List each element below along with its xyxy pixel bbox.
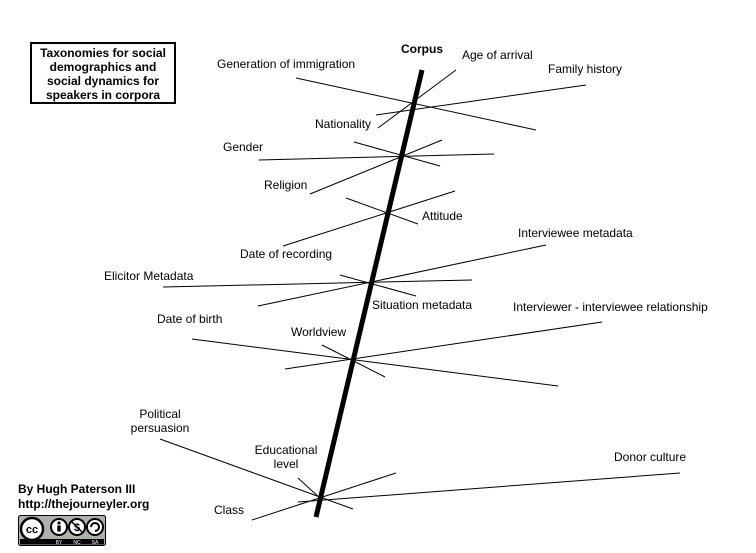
author-url[interactable]: http://thejourneyler.org	[18, 497, 150, 511]
author-name: By Hugh Paterson III	[18, 482, 136, 496]
node-worldview	[191, 321, 603, 387]
label-nationality: Nationality	[315, 117, 372, 131]
label-political-persuasion-line1: Political	[139, 407, 181, 421]
label-interviewee-metadata: Interviewee metadata	[518, 226, 633, 240]
diagram-title-box: Taxonomies for social demographics and s…	[30, 42, 176, 104]
label-elicitor-metadata: Elicitor Metadata	[104, 269, 194, 283]
label-worldview: Worldview	[291, 325, 347, 339]
node-attitude	[282, 190, 456, 247]
cc-by-nc-sa-badge[interactable]: cc $ BY NC SA	[18, 515, 106, 546]
label-educational-level-line1: Educational	[254, 443, 318, 457]
license-term-nc: NC	[73, 540, 81, 546]
title-line-1: Taxonomies for social	[40, 46, 166, 60]
corpus-spine	[313, 69, 425, 518]
label-attitude: Attitude	[422, 209, 463, 223]
license-term-sa: SA	[92, 540, 99, 546]
node-metadata	[162, 244, 547, 307]
title-line-2: demographics and	[49, 60, 157, 74]
node-class	[159, 438, 681, 521]
label-donor-culture: Donor culture	[614, 450, 687, 464]
cc-logo-icon	[19, 516, 45, 542]
license-term-by: BY	[56, 540, 63, 546]
node-corpus-top	[295, 69, 587, 131]
label-political-persuasion: Political persuasion	[126, 407, 194, 435]
corpus-label: Corpus	[401, 42, 443, 56]
label-situation-metadata: Situation metadata	[372, 298, 473, 312]
label-age-of-arrival: Age of arrival	[462, 48, 533, 62]
share-alike-icon	[86, 518, 104, 536]
node-gender-religion	[258, 139, 495, 195]
label-educational-level: Educational level	[249, 443, 323, 471]
title-line-3: social dynamics for	[46, 74, 160, 88]
label-date-of-recording: Date of recording	[240, 247, 333, 261]
label-educational-level-line2: level	[273, 457, 299, 471]
svg-text:cc: cc	[26, 524, 38, 536]
label-generation-of-immigration: Generation of immigration	[217, 57, 356, 71]
label-religion: Religion	[264, 178, 308, 192]
title-line-4: speakers in corpora	[45, 88, 161, 102]
label-political-persuasion-line2: persuasion	[130, 421, 190, 435]
label-family-history: Family history	[548, 62, 623, 76]
label-date-of-birth: Date of birth	[157, 312, 223, 326]
label-gender: Gender	[223, 140, 264, 154]
label-class: Class	[214, 503, 245, 517]
label-interviewer-interviewee-relationship: Interviewer - interviewee relationship	[513, 300, 708, 314]
author-credit: By Hugh Paterson III http://thejourneyle…	[18, 482, 149, 512]
